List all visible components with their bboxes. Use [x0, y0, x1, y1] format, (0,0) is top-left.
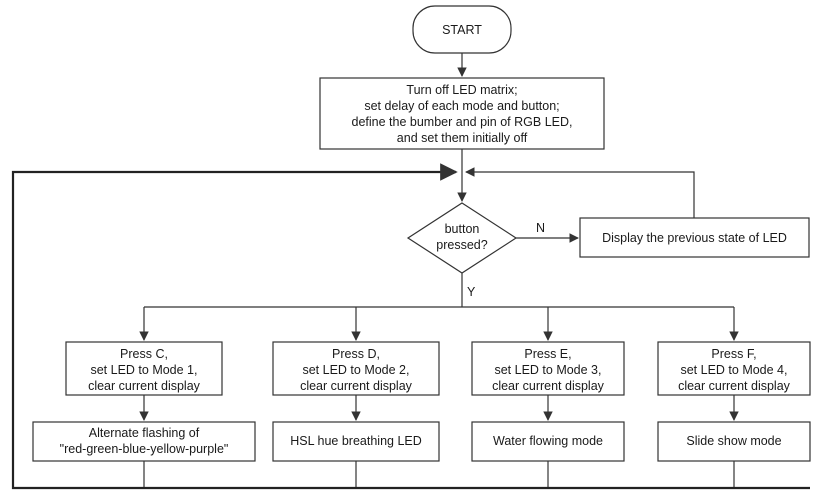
press-d-line-3: clear current display — [300, 379, 413, 393]
start-label: START — [442, 23, 482, 37]
init-line-4: and set them initially off — [397, 131, 528, 145]
press-c-line-1: Press C, — [120, 347, 168, 361]
start-node: START — [412, 5, 512, 54]
mode-3-result-box — [471, 421, 625, 462]
init-line-3: define the bumber and pin of RGB LED, — [352, 115, 573, 129]
previous-state-box: Display the previous state of LED — [579, 217, 810, 258]
mode-1-result-line-1: Alternate flashing of — [89, 426, 200, 440]
mode-3-column: Press E, set LED to Mode 3, clear curren… — [471, 307, 625, 488]
decision-button-pressed: button pressed? — [406, 202, 518, 274]
press-c-line-2: set LED to Mode 1, — [90, 363, 197, 377]
press-f-line-3: clear current display — [678, 379, 791, 393]
press-c-line-3: clear current display — [88, 379, 201, 393]
yes-label: Y — [467, 285, 476, 299]
press-d-line-1: Press D, — [332, 347, 380, 361]
press-d-box — [272, 341, 440, 396]
press-e-line-2: set LED to Mode 3, — [494, 363, 601, 377]
press-e-box — [471, 341, 625, 396]
press-f-line-2: set LED to Mode 4, — [680, 363, 787, 377]
decision-line-1: button — [445, 222, 480, 236]
mode-3-result-line-1: Water flowing mode — [493, 434, 603, 448]
press-f-line-1: Press F, — [711, 347, 756, 361]
press-d-line-2: set LED to Mode 2, — [302, 363, 409, 377]
previous-state-label: Display the previous state of LED — [602, 231, 787, 245]
edge-previous-state-return — [465, 167, 695, 218]
mode-1-column: Press C, set LED to Mode 1, clear curren… — [32, 307, 256, 488]
mode-1-result-box — [32, 421, 256, 462]
init-process-box: Turn off LED matrix; set delay of each m… — [319, 77, 605, 150]
init-line-2: set delay of each mode and button; — [364, 99, 559, 113]
mode-1-result-line-2: "red-green-blue-yellow-purple" — [60, 442, 229, 456]
mode-2-column: Press D, set LED to Mode 2, clear curren… — [272, 307, 440, 488]
mode-2-result-line-1: HSL hue breathing LED — [290, 434, 422, 448]
press-e-line-3: clear current display — [492, 379, 605, 393]
decision-line-2: pressed? — [436, 238, 487, 252]
press-e-line-1: Press E, — [524, 347, 571, 361]
init-line-1: Turn off LED matrix; — [406, 83, 517, 97]
feedback-loop — [11, 163, 810, 490]
press-f-box — [657, 341, 811, 396]
mode-4-column: Press F, set LED to Mode 4, clear curren… — [657, 307, 811, 488]
mode-2-result-box — [272, 421, 440, 462]
no-label: N — [536, 221, 545, 235]
mode-4-result-line-1: Slide show mode — [686, 434, 781, 448]
